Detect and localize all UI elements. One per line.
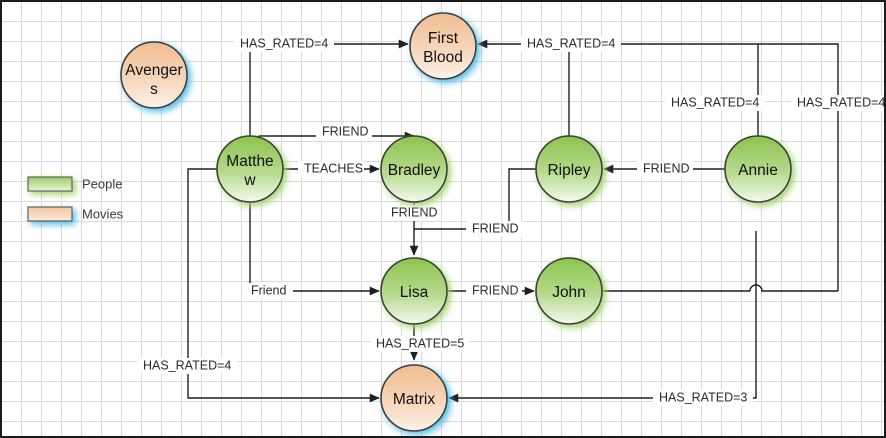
- edge-ripley-lisa-friend[interactable]: [414, 168, 536, 230]
- legend-swatch-movies: [27, 206, 73, 222]
- edge-label-bradley-lisa: FRIEND: [391, 205, 438, 219]
- label-bg: [137, 358, 237, 374]
- edge-matthew-firstblood[interactable]: [249, 39, 409, 136]
- edge-label-ripley-firstblood: HAS_RATED=4: [671, 95, 759, 109]
- label-bg: [385, 205, 441, 221]
- label-bg: [653, 390, 753, 406]
- edge-label-annie-firstblood: HAS_RATED=4: [527, 36, 615, 50]
- edge-annie-firstblood[interactable]: [477, 39, 759, 136]
- node-first-blood-circle[interactable]: [409, 12, 477, 80]
- node-matthew[interactable]: Matthe w: [216, 135, 284, 203]
- legend-label-movies: Movies: [82, 206, 124, 221]
- node-matthew-circle[interactable]: [216, 135, 284, 203]
- edge-label-annie-ripley: FRIEND: [643, 161, 690, 175]
- legend-swatch-people: [27, 176, 73, 192]
- node-avengers-label-line2: s: [150, 81, 158, 98]
- label-bg: [637, 161, 693, 177]
- node-lisa-circle[interactable]: [380, 257, 448, 325]
- label-bg: [298, 161, 364, 177]
- node-annie-circle[interactable]: [724, 135, 792, 203]
- legend: People Movies: [27, 176, 124, 222]
- node-annie-label: Annie: [738, 162, 778, 179]
- node-bradley-label: Bradley: [388, 162, 441, 179]
- node-matrix[interactable]: Matrix: [380, 364, 448, 432]
- node-john[interactable]: John: [535, 257, 603, 325]
- node-matthew-label-line2: w: [243, 172, 256, 189]
- edge-label-annie-matrix: HAS_RATED=4: [797, 95, 885, 109]
- node-matthew-label-line1: Matthe: [226, 153, 273, 170]
- node-lisa-label: Lisa: [400, 284, 429, 301]
- node-ripley[interactable]: Ripley: [535, 135, 603, 203]
- node-ripley-label: Ripley: [547, 162, 590, 179]
- edge-labels-layer: HAS_RATED=4 HAS_RATED=4 FRIEND TEACHES F…: [137, 36, 885, 406]
- node-first-blood-label-line1: First: [428, 30, 459, 47]
- node-avengers[interactable]: Avenger s: [120, 41, 188, 109]
- node-ripley-circle[interactable]: [535, 135, 603, 203]
- edge-matthew-lisa-friend[interactable]: [249, 202, 380, 296]
- legend-label-people: People: [82, 176, 122, 191]
- label-bg: [791, 95, 884, 111]
- edge-label-lisa-john: FRIEND: [472, 283, 519, 297]
- node-annie[interactable]: Annie: [724, 135, 792, 203]
- edge-label-matthew-bradley-friend: FRIEND: [322, 124, 369, 138]
- label-bg: [245, 283, 293, 299]
- node-bradley-circle[interactable]: [380, 135, 448, 203]
- label-bg: [466, 283, 522, 299]
- node-first-blood-label-line2: Blood: [423, 49, 463, 66]
- node-matrix-circle[interactable]: [380, 364, 448, 432]
- label-bg: [521, 36, 621, 52]
- edge-label-matthew-lisa: Friend: [251, 283, 286, 297]
- node-bradley[interactable]: Bradley: [380, 135, 448, 203]
- edge-annie-matrix[interactable]: [758, 43, 839, 291]
- label-bg: [665, 95, 765, 111]
- node-lisa[interactable]: Lisa: [380, 257, 448, 325]
- label-bg: [466, 221, 522, 237]
- edge-annie-matrix-down[interactable]: [448, 231, 757, 403]
- nodes-layer: Avenger s First Blood Matthe w Bradley R…: [120, 12, 792, 432]
- edge-matthew-matrix[interactable]: [187, 168, 380, 403]
- node-john-label: John: [552, 284, 586, 301]
- edge-label-ripley-lisa: FRIEND: [472, 221, 519, 235]
- edge-label-matthew-bradley-teaches: TEACHES: [304, 161, 363, 175]
- label-bg: [316, 124, 372, 140]
- node-matrix-label: Matrix: [393, 391, 435, 408]
- node-avengers-circle[interactable]: [120, 41, 188, 109]
- label-bg: [234, 36, 334, 52]
- node-john-circle[interactable]: [535, 257, 603, 325]
- label-bg: [370, 336, 470, 352]
- edge-john-matrix-hop[interactable]: [749, 284, 838, 292]
- node-first-blood[interactable]: First Blood: [409, 12, 477, 80]
- node-avengers-label-line1: Avenger: [125, 62, 182, 79]
- edge-label-john-matrix: HAS_RATED=3: [659, 390, 747, 404]
- edge-label-lisa-matrix: HAS_RATED=5: [376, 336, 464, 350]
- edge-label-matthew-firstblood: HAS_RATED=4: [240, 36, 328, 50]
- edge-label-matthew-matrix: HAS_RATED=4: [143, 358, 231, 372]
